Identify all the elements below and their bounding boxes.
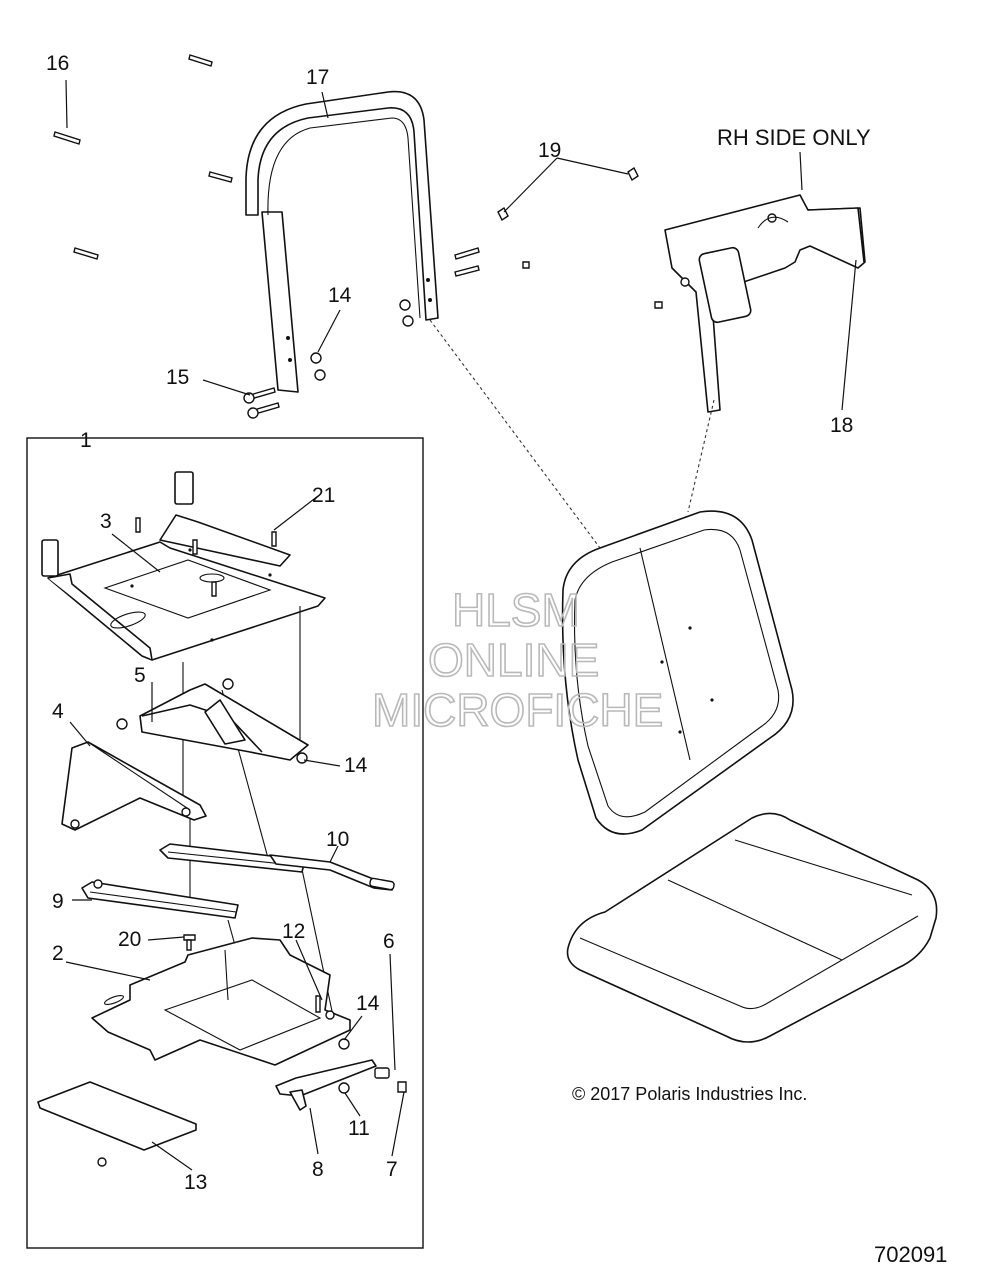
callout-7: 7	[386, 1158, 398, 1181]
bolt-12	[315, 995, 321, 1013]
bolts-15	[243, 387, 280, 419]
screws-21	[135, 517, 277, 597]
seat-slider-10	[159, 843, 395, 891]
riser-5	[116, 678, 309, 764]
watermark-line-1: HLSM	[452, 584, 580, 636]
nut-14-lower	[338, 1038, 350, 1050]
bolts-hoop-right	[454, 247, 480, 277]
screw-20	[183, 934, 196, 951]
clip-6-7	[374, 1067, 407, 1093]
nuts-14-top	[310, 299, 414, 381]
watermark-line-3: MICROFICHE	[372, 684, 663, 736]
callout-10: 10	[326, 828, 349, 851]
watermark-line-2: ONLINE	[428, 634, 599, 686]
callout-6: 6	[383, 930, 395, 953]
seat-back	[561, 510, 794, 835]
base-frame-2	[91, 937, 351, 1066]
copyright-text: © 2017 Polaris Industries Inc.	[572, 1084, 807, 1104]
callout-14b: 14	[344, 754, 368, 777]
callout-17: 17	[306, 66, 329, 89]
mount-plate-3	[41, 471, 326, 661]
cover-panel-13	[37, 1081, 197, 1167]
callout-9: 9	[52, 890, 64, 913]
rear-hoop-17	[245, 90, 439, 393]
callout-12: 12	[282, 920, 305, 943]
leader-lines	[65, 79, 857, 1171]
callout-15: 15	[166, 366, 189, 389]
callout-11: 11	[348, 1117, 370, 1140]
callout-5: 5	[134, 664, 146, 687]
callout-16: 16	[46, 52, 69, 75]
callout-13: 13	[184, 1171, 207, 1194]
alignment-line-2	[687, 399, 715, 513]
callout-21: 21	[312, 484, 335, 507]
riser-4	[61, 741, 207, 831]
callout-2: 2	[52, 942, 64, 965]
seat-bottom	[566, 812, 938, 1043]
callout-3: 3	[100, 510, 112, 533]
callout-19: 19	[538, 139, 561, 162]
rh-side-only-note: RH SIDE ONLY	[717, 125, 871, 150]
drawing-number: 702091	[874, 1242, 947, 1267]
callout-4: 4	[52, 700, 64, 723]
callout-8: 8	[312, 1158, 324, 1181]
rh-bracket-18	[664, 194, 866, 413]
callout-1: 1	[80, 429, 92, 452]
seat-slider-9	[81, 879, 239, 919]
callout-20: 20	[118, 928, 141, 951]
callout-14c: 14	[356, 992, 380, 1015]
assembly-1-box	[26, 437, 424, 1249]
watermark: HLSM ONLINE MICROFICHE	[371, 583, 664, 737]
bolts-16	[53, 54, 233, 260]
callout-14a: 14	[328, 284, 352, 307]
callout-18: 18	[830, 414, 853, 437]
rail-8	[275, 1059, 377, 1111]
screws-19	[497, 166, 663, 309]
callout-labels: 1 2 3 4 5 6 7 8 9 10 11 12 13 14 14 14 1…	[46, 52, 853, 1194]
alignment-line-1	[429, 319, 601, 549]
